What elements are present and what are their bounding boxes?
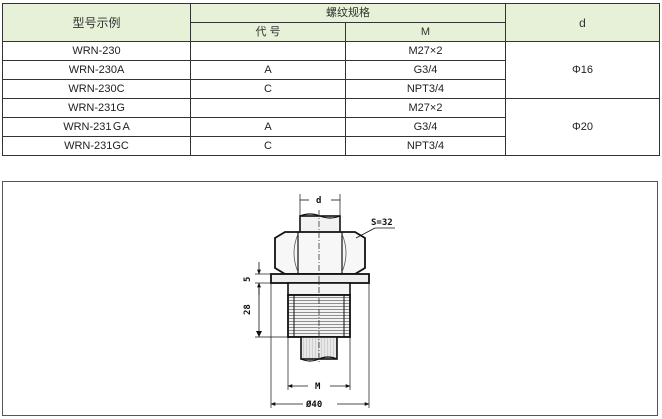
model-cell: WRN-230 <box>2 41 191 61</box>
dimension-5: 5 <box>243 262 271 295</box>
header-thread-spec: 螺纹规格 <box>190 3 506 23</box>
table-row: WRN-231G M27×2 Φ20 <box>2 98 660 156</box>
code-cell: C <box>190 79 346 99</box>
code-cell: A <box>190 117 346 137</box>
model-cell: WRN-230A <box>2 60 191 80</box>
label-m: M <box>315 382 321 392</box>
header-code: 代 号 <box>190 22 346 42</box>
drawing-frame: d S=32 5 28 M <box>2 181 658 416</box>
model-cell: WRN-230C <box>2 79 191 99</box>
code-cell <box>190 98 346 118</box>
label-s: S=32 <box>371 218 393 228</box>
table-row: WRN-231GC C NPT3/4 <box>2 136 660 156</box>
m-cell: G3/4 <box>345 60 506 80</box>
dimension-m: M <box>287 337 351 392</box>
m-cell: NPT3/4 <box>345 79 506 99</box>
code-cell <box>190 41 346 61</box>
flange-washer <box>270 273 370 284</box>
spec-table: 型号示例 螺纹规格 d 代 号 M WRN-230 M27×2 Φ16 WRN-… <box>2 3 660 156</box>
dimension-28: 28 <box>243 283 288 338</box>
dimension-s: S=32 <box>355 218 395 239</box>
header-m: M <box>345 22 506 42</box>
table-row: WRN-230 M27×2 Φ16 <box>2 41 660 99</box>
label-28: 28 <box>243 304 253 315</box>
m-cell: M27×2 <box>345 41 506 61</box>
m-cell: M27×2 <box>345 98 506 118</box>
model-cell: WRN-231G <box>2 98 191 118</box>
dimension-d: d <box>299 194 341 216</box>
label-5: 5 <box>243 277 253 282</box>
code-cell: A <box>190 60 346 80</box>
d-cell: Φ16 <box>505 41 660 99</box>
header-d: d <box>505 3 660 42</box>
header-model-example: 型号示例 <box>2 3 191 42</box>
thermowell-fitting-drawing: d S=32 5 28 M <box>243 194 395 410</box>
m-cell: G3/4 <box>345 117 506 137</box>
model-cell: WRN-231ＧA <box>2 117 191 137</box>
label-d: d <box>316 196 321 206</box>
d-cell: Φ20 <box>505 98 660 156</box>
m-cell: NPT3/4 <box>345 136 506 156</box>
hex-nut <box>274 231 366 275</box>
code-cell: C <box>190 136 346 156</box>
label-d40: Ø40 <box>305 399 322 410</box>
model-cell: WRN-231GC <box>2 136 191 156</box>
dimension-d40: Ø40 <box>270 283 370 410</box>
